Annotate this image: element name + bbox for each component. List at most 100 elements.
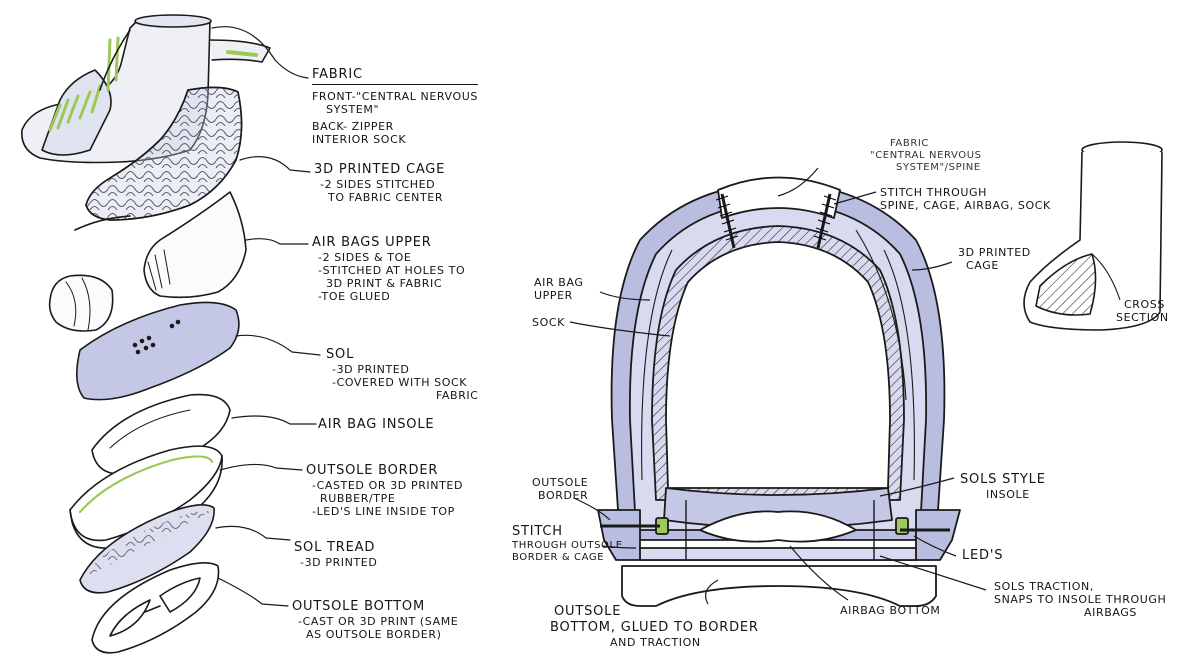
outsole-bottom-leader <box>217 577 289 607</box>
sols-style-insole-leader <box>879 477 955 497</box>
printed-cage-line-2: cage <box>966 259 999 272</box>
air-bags-upper-drawing <box>48 191 247 332</box>
stitch-through-label: Stitch through spine, cage, airbag, sock <box>880 186 1051 212</box>
fabric-spine-line-3: System"/Spine <box>896 162 981 173</box>
outsole-border-line-a: Outsole <box>532 476 589 489</box>
outsole-border-annotation: Outsole Border -casted or 3D printed rub… <box>306 463 463 518</box>
sols-traction-line-3: airbags <box>1084 606 1137 619</box>
leds-leader <box>913 535 957 557</box>
sols-style-insole-label: Sols style insole <box>960 472 1046 501</box>
stitch-through-line-1: Stitch through <box>880 186 988 199</box>
exploded-leader-lines <box>211 26 321 607</box>
air-bag-upper-leader <box>599 291 651 301</box>
outsole-border-label: Outsole Border <box>532 476 588 502</box>
outsole-bottom-line-b: bottom, glued to border <box>550 620 759 635</box>
air-bag-upper-label: Air bag upper <box>534 276 584 302</box>
fabric-line-4: Interior Sock <box>312 133 407 146</box>
sols-style-insole-line-2: insole <box>986 488 1030 501</box>
outsole-bottom-line-2: as outsole border) <box>306 628 442 641</box>
cross-section-leader-lines <box>569 167 987 605</box>
sols-traction-leader <box>879 555 987 591</box>
air-bags-leader <box>245 238 309 245</box>
fabric-leader <box>211 26 309 79</box>
cross-section-thumb-line-2: Section <box>1116 311 1169 324</box>
air-bags-upper-line-2: -stitched at holes to <box>318 264 466 277</box>
air-bag-upper-line-2: upper <box>534 289 573 302</box>
air-bags-upper-line-3: 3D print & fabric <box>326 277 443 290</box>
outsole-bottom-drawing <box>91 562 220 654</box>
outsole-bottom-label: Outsole bottom, glued to border and trac… <box>550 604 759 649</box>
outsole-border-leader <box>219 463 303 471</box>
stitch-outsole-label: Stitch through outsole border & cage <box>512 524 623 564</box>
outsole-bottom-line-c: and traction <box>610 636 701 649</box>
air-bags-upper-line-1: -2 sides & toe <box>318 251 412 264</box>
cross-section-thumbnail-label: Cross Section <box>1116 298 1169 324</box>
outsole-bottom-line-1: -cast or 3D print (same <box>298 615 459 628</box>
air-bags-upper-line-4: -toe glued <box>318 290 391 303</box>
leds-text: LED's <box>962 548 1004 563</box>
outsole-border-leader <box>573 497 611 521</box>
sol-line-3: fabric <box>436 389 479 402</box>
leds-label: LED's <box>962 548 1003 564</box>
cage-title: 3D Printed Cage <box>314 162 446 177</box>
sol-annotation: Sol -3D printed -covered with sock fabri… <box>326 347 479 402</box>
outsole-border-line-b: Border <box>538 489 589 502</box>
cross-section-thumb-line-1: Cross <box>1124 298 1165 311</box>
sols-traction-line-2: snaps to insole through <box>994 593 1167 606</box>
stitch-outsole-line-1: Stitch <box>512 524 563 539</box>
sol-tread-drawing <box>79 504 215 594</box>
exploded-view <box>21 14 321 654</box>
fabric-title: Fabric <box>312 67 478 85</box>
fabric-layer-drawing <box>21 14 271 164</box>
cage-line-1: -2 sides stitched <box>320 178 436 191</box>
cage-leader <box>239 156 311 173</box>
cross-section-drawing <box>597 176 961 607</box>
sol-tread-title: Sol Tread <box>294 540 376 555</box>
cage-line-2: to fabric center <box>328 191 444 204</box>
outsole-border-line-3: -LED's line inside top <box>312 505 455 518</box>
fabric-line-2: System" <box>326 103 380 116</box>
stitch-outsole-leader <box>601 545 637 549</box>
sol-tread-annotation: Sol Tread -3D printed <box>294 540 377 569</box>
fabric-line-3: Back- Zipper <box>312 120 394 133</box>
outsole-border-line-1: -casted or 3D printed <box>312 479 464 492</box>
fabric-spine-line-2: "Central Nervous <box>870 150 982 161</box>
sol-line-1: -3D printed <box>332 363 410 376</box>
fabric-annotation: Fabric Front-"Central Nervous System" Ba… <box>312 67 478 146</box>
fabric-line-1: Front-"Central Nervous <box>312 90 478 103</box>
sol-tread-line-1: -3D printed <box>300 556 378 569</box>
outsole-bottom-title: Outsole Bottom <box>292 599 425 614</box>
cage-annotation: 3D Printed Cage -2 sides stitched to fab… <box>314 162 445 204</box>
cage-layer-drawing <box>85 86 243 221</box>
printed-cage-line-1: 3D printed <box>958 246 1031 259</box>
stitch-through-leader <box>833 191 877 205</box>
fabric-spine-line-1: Fabric <box>890 138 930 149</box>
stitch-outsole-line-3: border & cage <box>512 552 605 563</box>
sol-layer-drawing <box>76 301 240 401</box>
sols-traction-label: Sols traction, snaps to insole through a… <box>994 580 1166 619</box>
outsole-border-title: Outsole Border <box>306 463 439 478</box>
sock-text: Sock <box>532 316 565 329</box>
insole-leader <box>231 415 317 425</box>
airbag-bottom-leader <box>789 545 849 601</box>
fabric-spine-label: Fabric "Central Nervous System"/Spine <box>870 138 982 174</box>
outsole-border-line-2: rubber/TPE <box>320 492 396 505</box>
outsole-bottom-annotation: Outsole Bottom -cast or 3D print (same a… <box>292 599 458 641</box>
sol-leader <box>235 334 321 356</box>
outsole-bottom-line-a: Outsole <box>554 604 622 619</box>
air-bags-upper-annotation: Air Bags Upper -2 sides & toe -stitched … <box>312 235 465 303</box>
sock-leader <box>569 321 671 337</box>
stitch-outsole-line-2: through outsole <box>512 540 623 551</box>
sol-line-2: -covered with sock <box>332 376 468 389</box>
air-bag-insole-annotation: Air Bag Insole <box>318 417 434 433</box>
air-bag-upper-line-1: Air bag <box>534 276 584 289</box>
outsole-bottom-leader <box>705 579 719 605</box>
stitch-through-line-2: spine, cage, airbag, sock <box>880 199 1051 212</box>
sols-style-insole-line-1: Sols style <box>960 472 1046 487</box>
sock-label: Sock <box>532 316 565 329</box>
airbag-bottom-text: Airbag bottom <box>840 604 941 617</box>
sols-traction-line-1: Sols traction, <box>994 580 1094 593</box>
airbag-bottom-label: Airbag bottom <box>840 604 941 617</box>
air-bags-upper-title: Air Bags Upper <box>312 235 432 250</box>
